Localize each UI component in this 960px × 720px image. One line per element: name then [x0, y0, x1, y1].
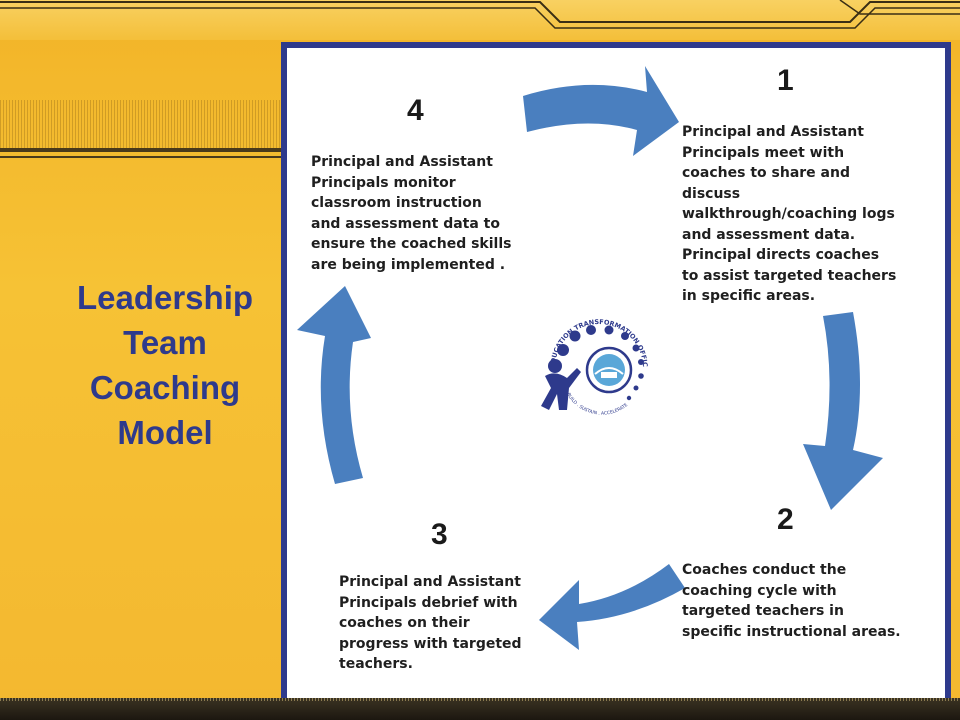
slide-title: Leadership Team Coaching Model: [55, 275, 275, 455]
step-4-text: Principal and Assistant Principals monit…: [311, 154, 512, 273]
step-number-3: 3: [431, 518, 448, 551]
logo-dots: [557, 325, 644, 401]
top-decorative-band: [0, 0, 960, 40]
arrow-step3-to-step4: [297, 286, 371, 484]
arrow-step1-to-step2: [803, 312, 883, 510]
cycle-diagram-panel: 1 2 3 4 Principal and Assistant Principa…: [281, 42, 951, 706]
divider-line: [0, 156, 282, 158]
step-3-text: Principal and Assistant Principals debri…: [339, 574, 522, 672]
arrow-step2-to-step3: [539, 564, 685, 650]
step-number-1: 1: [777, 64, 794, 97]
step-2-text: Coaches conduct the coaching cycle with …: [682, 562, 901, 640]
slide-title-line: Leadership: [76, 279, 254, 316]
decorative-stripes: [0, 100, 282, 148]
logo-bottom-text: BUILD . SUSTAIN . ACCELERATE: [565, 392, 629, 417]
svg-text:BUILD . SUSTAIN . ACCELERATE: BUILD . SUSTAIN . ACCELERATE: [565, 392, 629, 417]
cycle-arrows: [297, 66, 883, 650]
slide-title-line: Model: [117, 414, 213, 451]
arrow-step4-to-step1: [523, 66, 679, 156]
education-transformation-office-logo: EDUCATION TRANSFORMATION OFFICE BUILD . …: [537, 306, 649, 417]
bottom-decorative-band: [0, 698, 960, 720]
slide-title-line: Team: [123, 324, 207, 361]
divider-line: [0, 148, 282, 152]
step-number-2: 2: [777, 503, 794, 536]
step-number-4: 4: [407, 94, 424, 127]
step-1-text: Principal and Assistant Principals meet …: [682, 124, 897, 304]
slide-title-line: Coaching: [89, 369, 241, 406]
